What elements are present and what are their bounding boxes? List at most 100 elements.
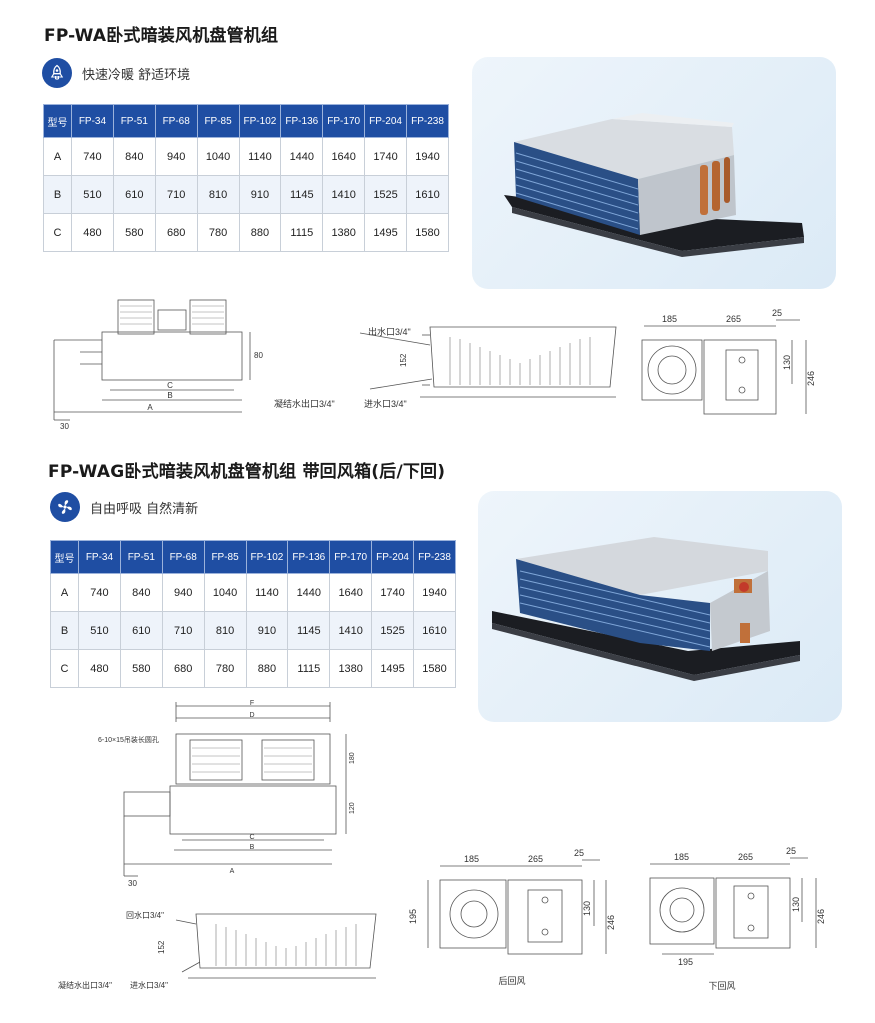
table-cell: 1410 xyxy=(322,175,366,214)
dim-label: 130 xyxy=(582,901,592,916)
table-cell: 1140 xyxy=(245,573,289,612)
table-cell: 1380 xyxy=(329,649,373,688)
table-cell: 1940 xyxy=(413,573,456,612)
bottom-return-caption: 下回风 xyxy=(708,981,735,991)
section1-side-view-drawing: 出水口3/4" 152 凝结水出口3/4" 进水口3/4" xyxy=(274,326,617,409)
table-cell: A xyxy=(43,137,72,176)
dim-label: 152 xyxy=(157,940,166,954)
table-cell: 580 xyxy=(112,213,156,252)
table-cell: 1140 xyxy=(238,137,282,176)
dim-label: 265 xyxy=(528,854,543,864)
section1-title: FP-WA卧式暗装风机盘管机组 xyxy=(44,26,279,46)
table-header-cell: FP-204 xyxy=(364,104,407,138)
fan-icon xyxy=(50,492,80,522)
table-header-cell: 型号 xyxy=(50,540,79,574)
table-cell: A xyxy=(50,573,79,612)
table-cell: 810 xyxy=(196,175,240,214)
table-cell: 510 xyxy=(71,175,114,214)
table-header-cell: FP-136 xyxy=(287,540,331,574)
dim-label: B xyxy=(167,391,172,400)
table-cell: 1115 xyxy=(287,649,331,688)
table-row: C 480 580 680 780 880 1115 1380 1495 158… xyxy=(50,649,456,688)
section2-side-view-drawing: 回水口3/4" 152 凝结水出口3/4" 进水口3/4" xyxy=(58,910,377,990)
table-cell: 1740 xyxy=(371,573,414,612)
dim-label: A xyxy=(230,868,235,875)
section2-product-photo xyxy=(478,491,842,722)
section1-front-view-drawing: C B A 30 80 xyxy=(53,299,263,431)
dim-label: 25 xyxy=(574,848,584,858)
table-header-row: 型号 FP-34 FP-51 FP-68 FP-85 FP-102 FP-136… xyxy=(43,104,449,138)
table-cell: 740 xyxy=(78,573,121,612)
dim-label: 246 xyxy=(806,371,816,386)
table-row: B 510 610 710 810 910 1145 1410 1525 161… xyxy=(50,611,456,650)
table-row: A 740 840 940 1040 1140 1440 1640 1740 1… xyxy=(43,137,449,176)
dim-label: B xyxy=(250,844,255,851)
dim-label: 30 xyxy=(128,879,137,888)
table-cell: 1740 xyxy=(364,137,407,176)
table-header-cell: FP-85 xyxy=(196,104,240,138)
table-cell: 1525 xyxy=(364,175,407,214)
table-cell: 480 xyxy=(71,213,114,252)
dim-label: D xyxy=(249,712,254,719)
table-cell: 1440 xyxy=(287,573,331,612)
table-cell: 1580 xyxy=(406,213,449,252)
fan-coil-unit-with-box-illustration xyxy=(492,537,800,681)
section1-tagline-text: 快速冷暖 舒适环境 xyxy=(82,67,191,83)
table-cell: 940 xyxy=(154,137,198,176)
table-row: A 740 840 940 1040 1140 1440 1640 1740 1… xyxy=(50,573,456,612)
table-header-cell: FP-68 xyxy=(161,540,205,574)
table-header-cell: FP-170 xyxy=(322,104,366,138)
table-cell: 480 xyxy=(78,649,121,688)
table-header-cell: FP-136 xyxy=(280,104,324,138)
table-cell: 1410 xyxy=(329,611,373,650)
table-cell: 610 xyxy=(119,611,163,650)
table-header-cell: FP-51 xyxy=(112,104,156,138)
table-cell: C xyxy=(50,649,79,688)
return-water-label: 回水口3/4" xyxy=(126,910,164,920)
dim-label: 80 xyxy=(254,351,263,360)
table-row: B 510 610 710 810 910 1145 1410 1525 161… xyxy=(43,175,449,214)
table-cell: 840 xyxy=(112,137,156,176)
table-cell: 780 xyxy=(196,213,240,252)
table-cell: C xyxy=(43,213,72,252)
table-cell: 1495 xyxy=(371,649,414,688)
dim-label: 195 xyxy=(408,909,418,924)
dim-label: 120 xyxy=(349,802,356,814)
table-cell: 1525 xyxy=(371,611,414,650)
table-cell: 1610 xyxy=(413,611,456,650)
table-cell: 610 xyxy=(112,175,156,214)
table-header-cell: FP-204 xyxy=(371,540,414,574)
table-cell: B xyxy=(50,611,79,650)
table-row: C 480 580 680 780 880 1115 1380 1495 158… xyxy=(43,213,449,252)
rear-return-end-view-drawing: 185 265 25 195 130 246 后回风 xyxy=(408,848,616,986)
table-cell: 1380 xyxy=(322,213,366,252)
table-header-cell: FP-238 xyxy=(413,540,456,574)
dim-label: 25 xyxy=(772,308,782,318)
table-cell: 1440 xyxy=(280,137,324,176)
water-outlet-label: 出水口3/4" xyxy=(368,326,411,337)
table-cell: 1040 xyxy=(196,137,240,176)
dim-label: 30 xyxy=(60,422,69,431)
dim-label: 152 xyxy=(399,353,408,367)
table-cell: 1940 xyxy=(406,137,449,176)
dim-label: 195 xyxy=(678,957,693,967)
table-cell: 1040 xyxy=(203,573,247,612)
dim-label: C xyxy=(167,381,173,390)
section1-tagline: 快速冷暖 舒适环境 xyxy=(42,58,190,88)
table-cell: 1495 xyxy=(364,213,407,252)
section1-end-view-drawing: 185 265 25 130 246 xyxy=(641,308,816,415)
table-cell: 740 xyxy=(71,137,114,176)
table-cell: 1640 xyxy=(329,573,373,612)
section2-tagline-text: 自由呼吸 自然清新 xyxy=(90,501,199,517)
table-cell: 710 xyxy=(161,611,205,650)
table-header-cell: FP-102 xyxy=(245,540,289,574)
table-cell: 910 xyxy=(245,611,289,650)
table-cell: 1640 xyxy=(322,137,366,176)
table-header-cell: 型号 xyxy=(43,104,72,138)
table-header-cell: FP-238 xyxy=(406,104,449,138)
table-cell: 940 xyxy=(161,573,205,612)
dim-label: A xyxy=(147,403,153,412)
dim-label: 130 xyxy=(791,897,801,912)
fan-coil-unit-illustration xyxy=(504,113,804,257)
table-cell: 680 xyxy=(154,213,198,252)
